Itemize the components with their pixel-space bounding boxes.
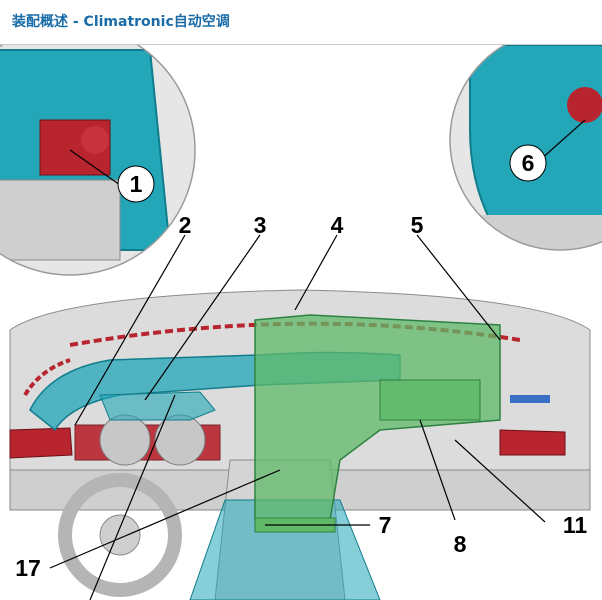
page-title: 装配概述 - Climatronic自动空调 (12, 14, 230, 30)
callout-badge-1 (117, 165, 155, 203)
callout-badge-6 (509, 144, 547, 182)
air-duct-footwell (99, 391, 216, 421)
callout-label-8: 8 (454, 531, 467, 557)
control-unit-module (379, 379, 481, 421)
assembly-diagram: 1 6 2 3 4 5 7 8 11 17 (0, 45, 602, 600)
callout-label-11: 11 (563, 512, 588, 538)
detail-zoom-right (449, 45, 602, 251)
steering-wheel-hub (99, 514, 141, 556)
callout-label-1: 1 (130, 171, 143, 197)
air-vent-right (499, 429, 566, 456)
steering-wheel (58, 473, 182, 597)
callout-label-7: 7 (379, 512, 392, 538)
callout-label-3: 3 (254, 212, 267, 238)
callout-label-4: 4 (331, 212, 344, 238)
callout-label-5: 5 (411, 212, 424, 238)
callout-label-2: 2 (179, 212, 192, 238)
air-vent-left (9, 427, 73, 459)
detail-zoom-left (0, 45, 196, 276)
side-defrost-vent-right (510, 395, 550, 403)
side-defrost-vent-left (23, 358, 71, 397)
gauge-right (154, 414, 206, 466)
title-divider (0, 44, 602, 45)
callout-label-6: 6 (522, 150, 535, 176)
gauge-left (99, 414, 151, 466)
callout-label-17: 17 (15, 555, 41, 581)
